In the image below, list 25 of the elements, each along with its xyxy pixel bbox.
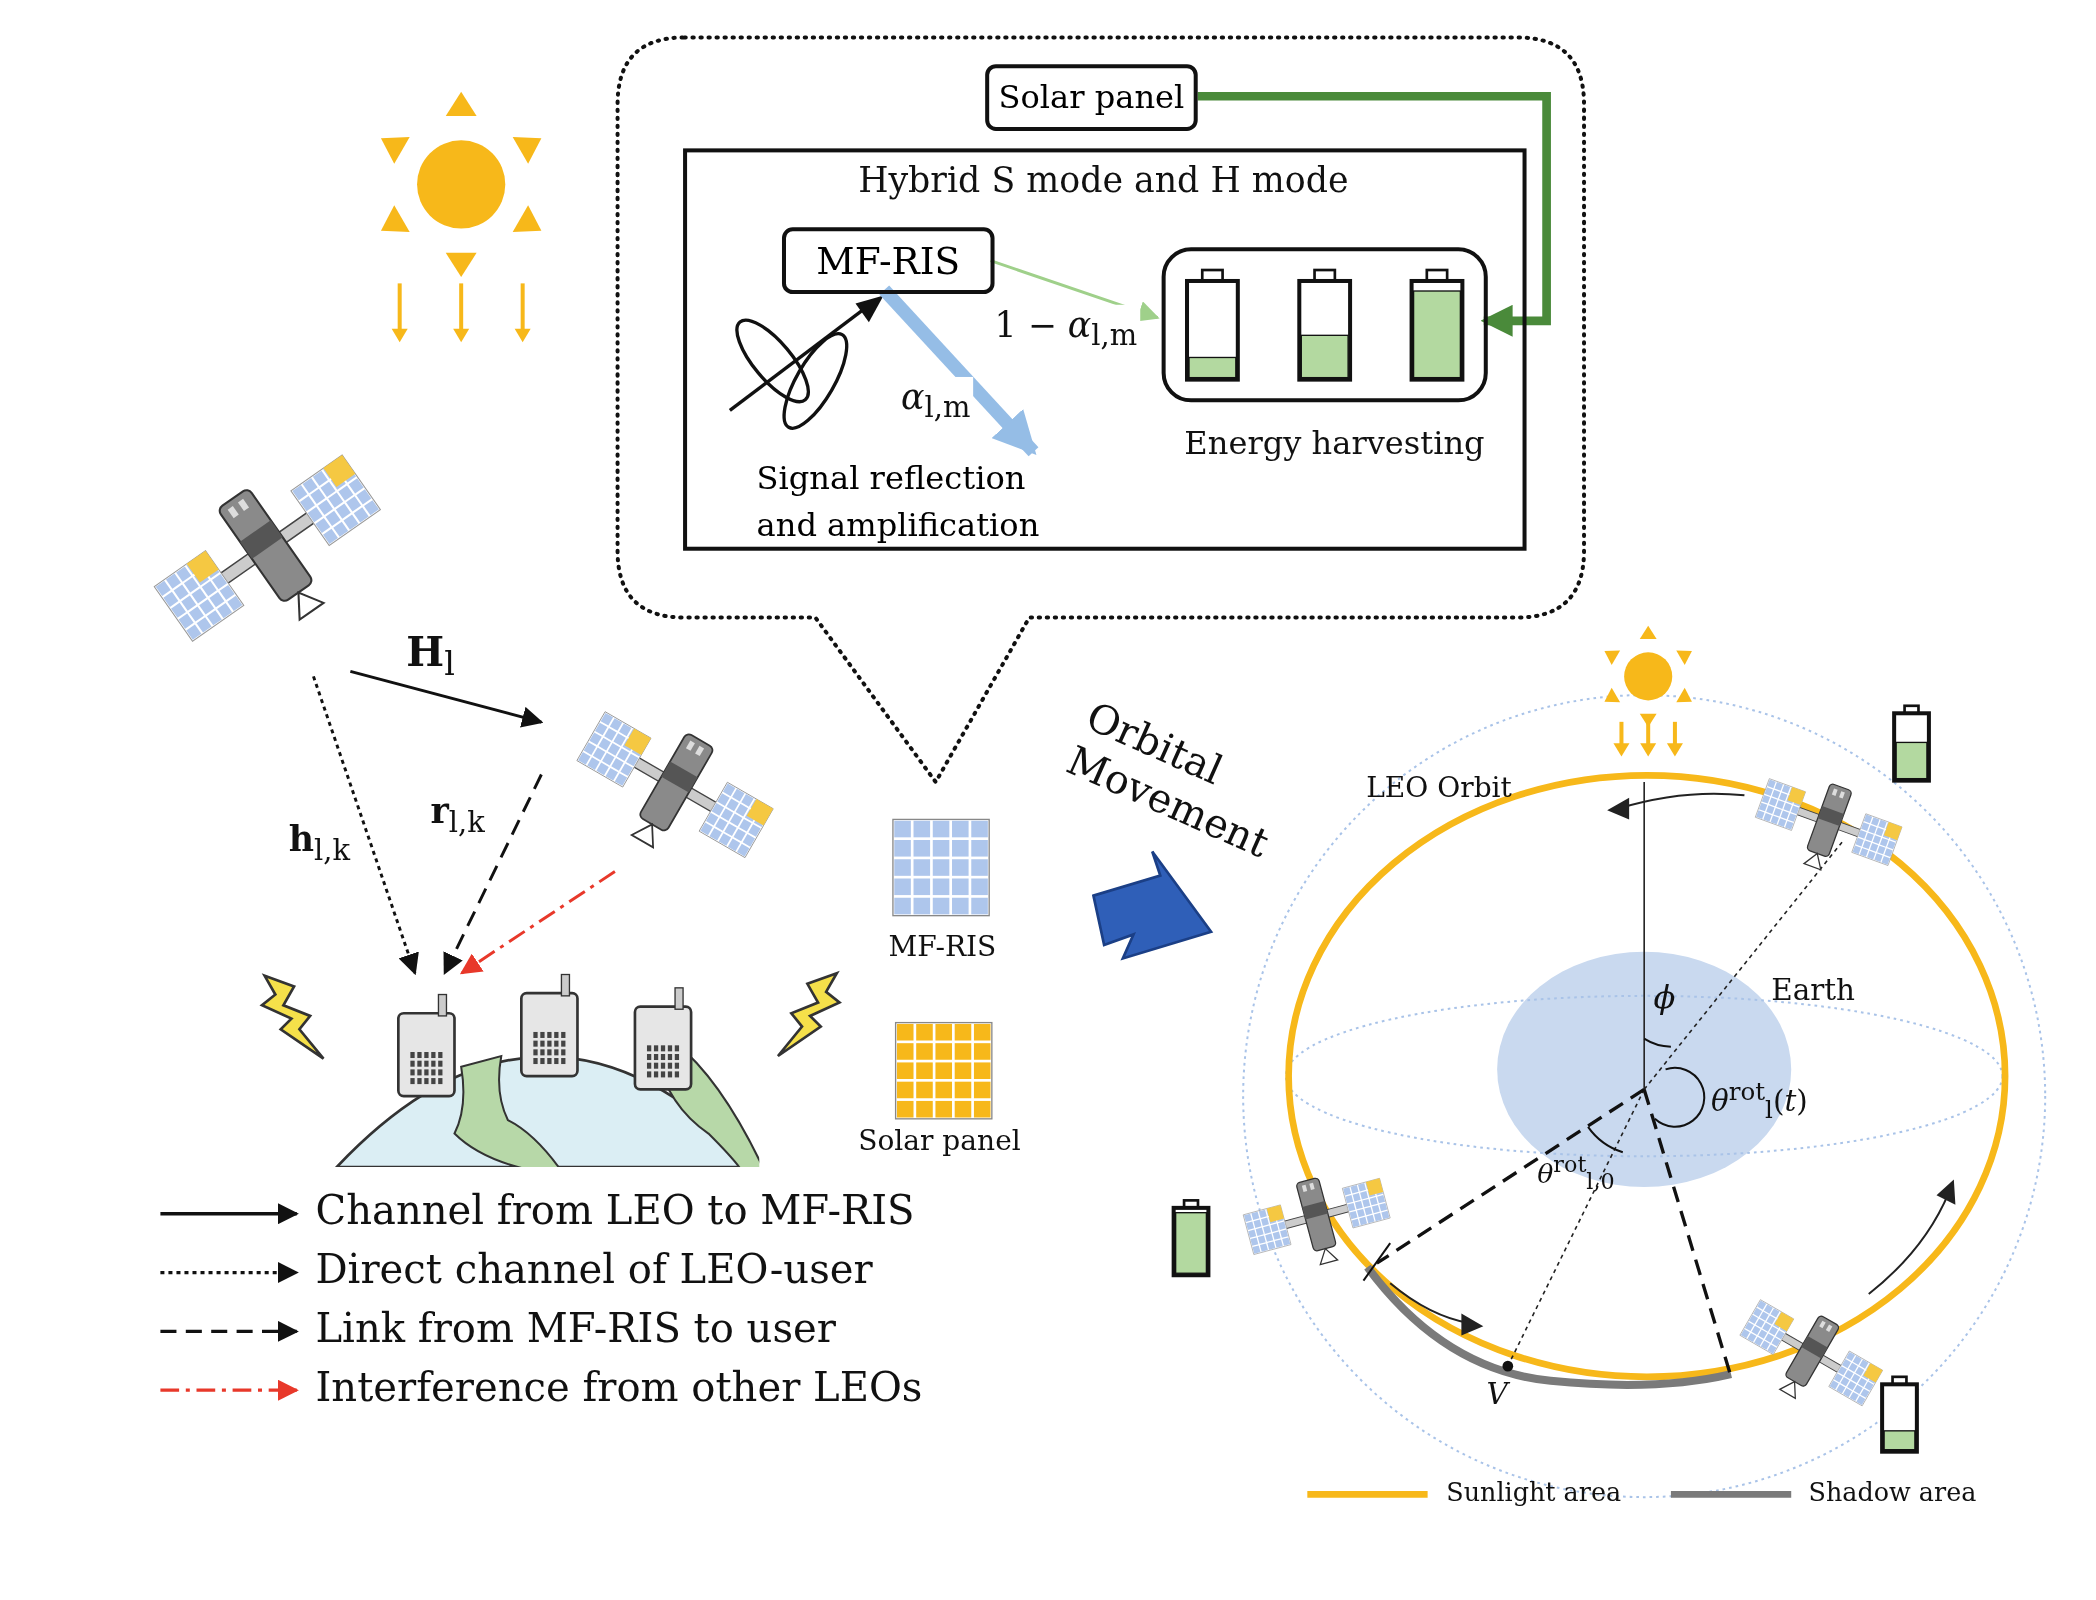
- label-box: Solar panel: [985, 64, 1198, 131]
- legend-label: Link from MF-RIS to user: [315, 1304, 836, 1352]
- legend-label: Sunlight area: [1446, 1477, 1622, 1507]
- legend-label: Interference from other LEOs: [315, 1363, 923, 1411]
- panel-caption: Energy harvesting: [1184, 425, 1485, 463]
- label-box: MF-RIS: [782, 227, 995, 295]
- legend-label: MF-RIS: [887, 930, 998, 963]
- legend-label: Solar panel: [858, 1124, 1019, 1157]
- panel-title: Hybrid S mode and H mode: [858, 160, 1349, 201]
- legend-label: Channel from LEO to MF-RIS: [315, 1187, 915, 1234]
- region-label: Earth: [1771, 973, 1855, 1007]
- arrow: [312, 675, 419, 976]
- legend-label: Shadow area: [1808, 1477, 1977, 1507]
- angle-label: θ$^{rot}$$_{l}$(t): [1711, 1077, 1808, 1124]
- point-label: V: [1486, 1376, 1508, 1411]
- arrow: [1197, 91, 1551, 337]
- orbit-label: LEO Orbit: [1366, 771, 1512, 804]
- arrow: [443, 773, 543, 976]
- arrow: [459, 870, 616, 975]
- process-label: Signal reflection and amplification: [756, 455, 1059, 550]
- arrow: [350, 669, 544, 728]
- users-on-earth-drawing: [334, 973, 760, 1167]
- arrow: [879, 285, 1039, 457]
- legend-label: Direct channel of LEO-user: [315, 1245, 873, 1293]
- angle-symbol: ϕ: [1653, 978, 1676, 1016]
